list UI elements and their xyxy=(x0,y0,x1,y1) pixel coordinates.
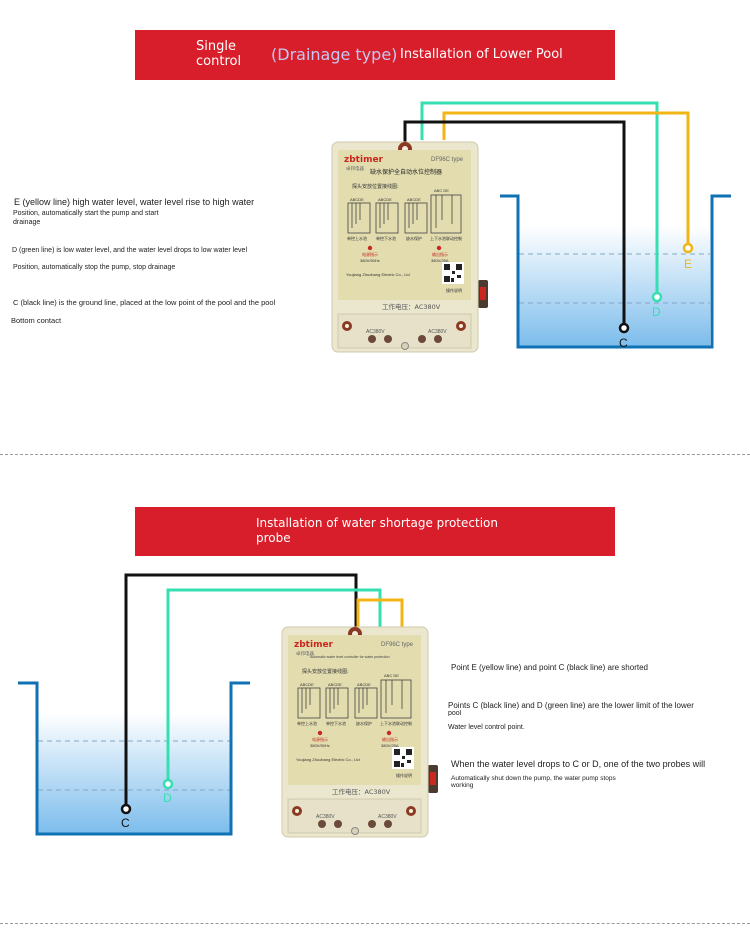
section-divider-2 xyxy=(0,923,750,924)
probe-c-label: C xyxy=(619,336,628,350)
output-indicator-led-2 xyxy=(386,730,392,736)
controller-device-2: zbtimer 卓邦电器 DF96C type Automatic water … xyxy=(281,626,438,838)
device-company-2: Youjiang Zhuobang Electric Co., Ltd xyxy=(296,757,360,762)
wiring-diagrams: ABCDE ABCDE ABCDE ABC DE 单控上水池 单控下水池 缺水保… xyxy=(347,188,462,241)
output-indicator-led xyxy=(436,245,442,251)
device-model-2: DF96C type xyxy=(381,642,414,648)
note2-working: working xyxy=(451,782,474,789)
black-wire-2 xyxy=(124,573,358,806)
qr-code xyxy=(442,262,464,284)
green-wire-2 xyxy=(166,588,382,781)
svg-text:ABCDE: ABCDE xyxy=(328,682,342,687)
device-model: DF96C type xyxy=(431,157,464,163)
svg-text:缺水保护: 缺水保护 xyxy=(406,235,422,241)
output-indicator-label-2: 输出指示 xyxy=(382,736,398,742)
svg-text:ABC DE: ABC DE xyxy=(434,188,449,193)
pool-tank xyxy=(500,194,731,349)
device-company: Youjiang Zhuobang Electric Co., Ltd xyxy=(346,272,410,277)
svg-text:单控上水池: 单控上水池 xyxy=(347,235,367,241)
svg-text:ABC DE: ABC DE xyxy=(384,673,399,678)
svg-text:ABCDE: ABCDE xyxy=(378,197,392,202)
device-manual: 操作说明 xyxy=(446,287,462,293)
power-indicator-led xyxy=(367,245,373,251)
probe-c-2 xyxy=(120,803,132,815)
output-spec: 380V/25A xyxy=(431,258,449,263)
output-indicator-label: 输出指示 xyxy=(432,251,448,257)
probe-d xyxy=(651,291,663,303)
note2-shutdown: Automatically shut down the pump, the wa… xyxy=(451,775,616,782)
banner-drainage-type: (Drainage type) xyxy=(271,45,398,64)
section2-banner: Installation of water shortage protectio… xyxy=(135,507,615,556)
power-spec: 380V/50Hz xyxy=(360,258,380,263)
device-manual-2: 操作说明 xyxy=(396,772,412,778)
terminal-left-label-2: AC380V xyxy=(316,814,335,820)
device-brand-sub: 卓邦电器 xyxy=(346,165,364,172)
section2-diagram: D C xyxy=(18,573,404,836)
yellow-wire-2 xyxy=(356,598,404,630)
power-indicator-label: 电源指示 xyxy=(362,251,378,257)
terminal-right-label-2: AC380V xyxy=(378,814,397,820)
terminal-left-label: AC380V xyxy=(366,329,385,335)
power-indicator-label-2: 电源指示 xyxy=(312,736,328,742)
device-wiring-label-2: 探头安放位置接线图: xyxy=(302,668,349,675)
svg-text:单控下水池: 单控下水池 xyxy=(326,720,346,726)
banner-water-shortage: Installation of water shortage protectio… xyxy=(256,516,498,545)
note-c-black-2: Bottom contact xyxy=(11,316,62,325)
note2-shorted: Point E (yellow line) and point C (black… xyxy=(451,663,648,672)
banner-lower-pool: Installation of Lower Pool xyxy=(400,47,563,62)
probe-c xyxy=(618,322,630,334)
pool-water xyxy=(519,226,710,346)
svg-text:上下水池联动控制: 上下水池联动控制 xyxy=(430,235,462,241)
probe-d-label-2: D xyxy=(163,791,172,805)
device-voltage: 工作电压：AC380V xyxy=(382,302,441,311)
device-brand-2: zbtimer xyxy=(294,640,334,650)
device-brand-sub-2: 卓邦电器 xyxy=(296,650,314,657)
note2-lower-limit: Points C (black line) and D (green line)… xyxy=(448,701,694,710)
probe-e-label: E xyxy=(684,257,692,271)
note2-drop: When the water level drops to C or D, on… xyxy=(451,759,706,769)
pool-tank-2 xyxy=(18,681,250,836)
svg-text:ABCDE: ABCDE xyxy=(357,682,371,687)
svg-text:单控上水池: 单控上水池 xyxy=(297,720,317,726)
note-e-yellow: E (yellow line) high water level, water … xyxy=(14,197,255,207)
yellow-wire xyxy=(442,111,690,246)
terminal-right-label: AC380V xyxy=(428,329,447,335)
banner-single-control: Single control xyxy=(196,39,242,69)
power-indicator-led-2 xyxy=(317,730,323,736)
device-wiring-label: 探头安放位置接线图: xyxy=(352,183,399,190)
wiring-diagrams-2: ABCDE ABCDE ABCDE ABC DE 单控上水池 单控下水池 缺水保… xyxy=(297,673,412,726)
probe-e xyxy=(682,242,694,254)
svg-text:单控下水池: 单控下水池 xyxy=(376,235,396,241)
svg-text:ABCDE: ABCDE xyxy=(407,197,421,202)
controller-device-1: zbtimer 卓邦电器 DF96C type 缺水保护全自动水位控制器 探头安… xyxy=(331,141,488,353)
probe-c-label-2: C xyxy=(121,816,130,830)
probe-d-2 xyxy=(162,778,174,790)
note-e-yellow-2: Position, automatically start the pump a… xyxy=(13,210,159,217)
probe-d-label: D xyxy=(652,305,661,319)
svg-text:ABCDE: ABCDE xyxy=(350,197,364,202)
note-d-green: D (green line) is low water level, and t… xyxy=(12,247,247,254)
qr-code-2 xyxy=(392,747,414,769)
pool-water-2 xyxy=(38,713,230,833)
svg-text:缺水保护: 缺水保护 xyxy=(356,720,372,726)
svg-text:ABCDE: ABCDE xyxy=(300,682,314,687)
device-brand: zbtimer xyxy=(344,155,384,165)
section-divider-1 xyxy=(0,454,750,455)
note-e-yellow-3: drainage xyxy=(13,219,41,226)
output-spec-2: 380V/25A xyxy=(381,743,399,748)
note2-control-point: Water level control point. xyxy=(448,724,525,731)
note2-lower-limit-2: pool xyxy=(448,710,462,716)
black-wire xyxy=(403,120,626,326)
device-title-cn: 缺水保护全自动水位控制器 xyxy=(370,168,442,176)
section1-banner: Single control (Drainage type) Installat… xyxy=(135,30,615,80)
power-spec-2: 380V/50Hz xyxy=(310,743,330,748)
svg-text:上下水池联动控制: 上下水池联动控制 xyxy=(380,720,412,726)
note-d-green-2: Position, automatically stop the pump, s… xyxy=(13,264,176,271)
device-voltage-2: 工作电压：AC380V xyxy=(332,787,391,796)
device-subtitle-en-2: Automatic water level controller for wat… xyxy=(310,655,390,659)
section1-diagram: E D C xyxy=(403,101,731,350)
note-c-black: C (black line) is the ground line, place… xyxy=(13,298,276,307)
